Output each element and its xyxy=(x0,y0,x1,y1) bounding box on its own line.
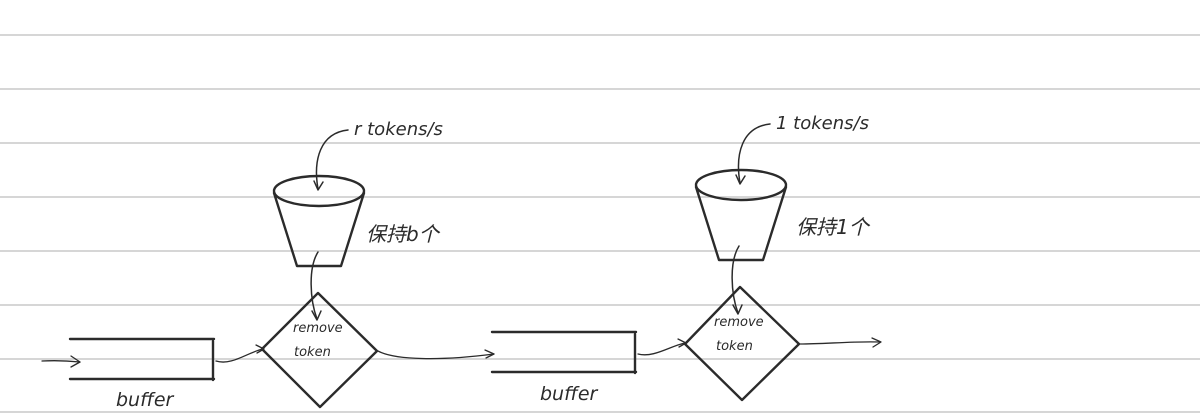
output-arrow xyxy=(799,341,881,345)
flow-line xyxy=(637,342,686,356)
remove-token-diamond-2 xyxy=(683,285,801,402)
buffer-1 xyxy=(68,337,216,382)
flow-arrowhead xyxy=(255,344,265,354)
rate-label-2: 1 tokens/s xyxy=(776,113,869,134)
rate-arrowhead-2 xyxy=(735,174,746,185)
bucket-drain-line-2 xyxy=(731,245,740,314)
flow-line xyxy=(215,348,264,363)
token-bucket-1 xyxy=(272,174,366,268)
diamond-1-line-2: token xyxy=(294,345,331,360)
token-bucket-2 xyxy=(694,168,788,262)
input-arrow xyxy=(41,355,81,368)
remove-token-diamond-1 xyxy=(260,291,379,409)
bucket-drain-arrowhead-2 xyxy=(732,304,743,315)
bucket-1-note: 保持b个 xyxy=(366,222,441,246)
bucket-drain-arrowhead-1 xyxy=(311,310,322,321)
flow-line xyxy=(377,350,495,360)
diamond-2-line-2: token xyxy=(716,339,753,354)
rate-label-1: r tokens/s xyxy=(354,119,443,140)
rate-arrow-2 xyxy=(737,123,771,184)
bucket-drain-line-1 xyxy=(310,251,319,320)
buffer-2-label: buffer xyxy=(540,383,599,405)
rate-arrowhead-1 xyxy=(313,180,324,191)
bucket-2-note: 保持1个 xyxy=(796,215,871,239)
ruled-lines xyxy=(0,34,1200,413)
flow-arrowhead xyxy=(484,349,495,359)
diamond-1-line-1: remove xyxy=(293,321,343,336)
rate-arrow-1 xyxy=(315,129,349,190)
diamond-2-line-1: remove xyxy=(714,315,764,330)
output-arrowhead xyxy=(871,337,882,348)
buffer-2 xyxy=(490,330,638,375)
buffer-1-label: buffer xyxy=(116,389,175,411)
